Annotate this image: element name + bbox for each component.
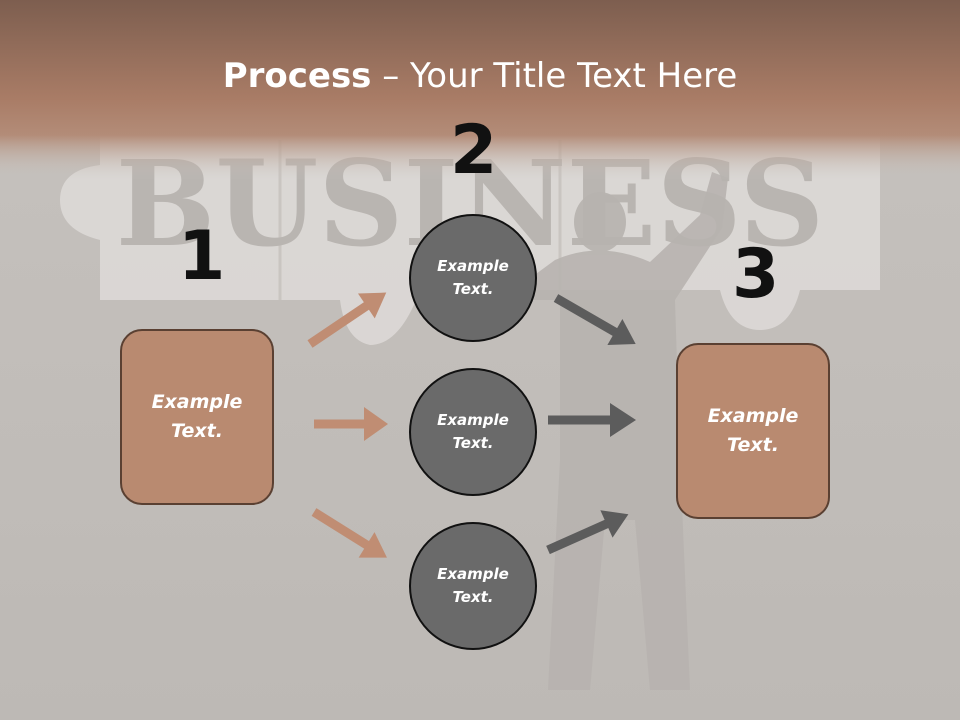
start-box-line1: Example bbox=[151, 391, 243, 413]
circle-bottom-line1: Example bbox=[437, 565, 509, 583]
circle-middle-line2: Text. bbox=[452, 434, 494, 452]
circle-bottom-line2: Text. bbox=[452, 588, 494, 606]
step-number-3: 3 bbox=[732, 235, 780, 314]
process-circle-middle[interactable]: Example Text. bbox=[409, 368, 537, 496]
end-box-line1: Example bbox=[707, 405, 799, 427]
title-bold: Process bbox=[222, 56, 372, 96]
start-box[interactable]: Example Text. bbox=[120, 329, 274, 505]
circle-middle-line1: Example bbox=[437, 411, 509, 429]
process-circle-bottom[interactable]: Example Text. bbox=[409, 522, 537, 650]
circle-top-line1: Example bbox=[437, 257, 509, 275]
end-box-line2: Text. bbox=[727, 434, 779, 456]
step-number-2: 2 bbox=[450, 111, 498, 190]
step-number-1: 1 bbox=[178, 217, 226, 296]
process-circle-top[interactable]: Example Text. bbox=[409, 214, 537, 342]
end-box[interactable]: Example Text. bbox=[676, 343, 830, 519]
start-box-line2: Text. bbox=[171, 420, 223, 442]
circle-top-line2: Text. bbox=[452, 280, 494, 298]
title-rest: – Your Title Text Here bbox=[371, 56, 738, 96]
page-title: Process – Your Title Text Here bbox=[0, 54, 960, 98]
